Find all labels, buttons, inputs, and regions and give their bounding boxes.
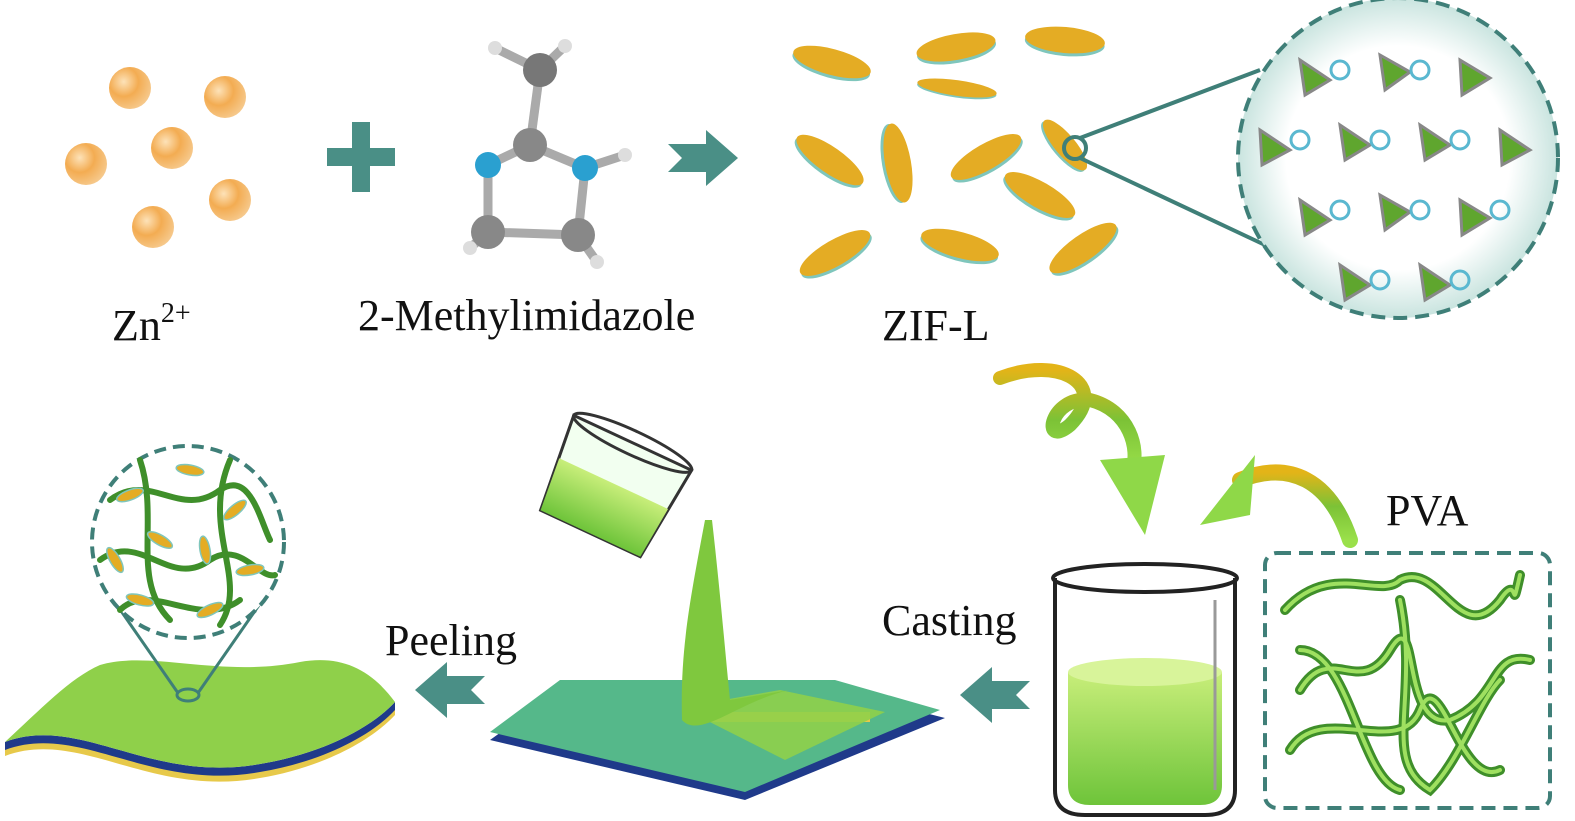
plus-icon	[327, 122, 395, 192]
curved-arrow-pva-to-beaker-icon	[1200, 455, 1358, 548]
peeled-membrane-film-icon	[5, 444, 395, 782]
curved-arrow-zif-to-beaker-icon	[993, 363, 1165, 535]
zif-l-label: ZIF-L	[882, 301, 990, 350]
methylimidazole-molecule-icon	[463, 39, 632, 269]
beaker-with-solution-icon	[1051, 562, 1239, 817]
zn-label: Zn2+	[112, 298, 191, 350]
pva-polymer-chains	[1263, 551, 1552, 810]
casting-plate-pouring-icon	[490, 411, 945, 800]
zinc-ions	[65, 67, 251, 248]
methylimidazole-label: 2-Methylimidazole	[358, 291, 695, 340]
casting-label: Casting	[882, 596, 1016, 645]
zif-l-platelets	[788, 23, 1125, 287]
pva-label: PVA	[1386, 486, 1469, 535]
arrow-left-casting-icon	[960, 667, 1030, 723]
arrow-left-peeling-icon	[415, 662, 485, 718]
peeling-label: Peeling	[385, 616, 517, 665]
arrow-right-icon	[668, 130, 738, 186]
zif-l-lattice-magnification	[1062, 0, 1560, 320]
